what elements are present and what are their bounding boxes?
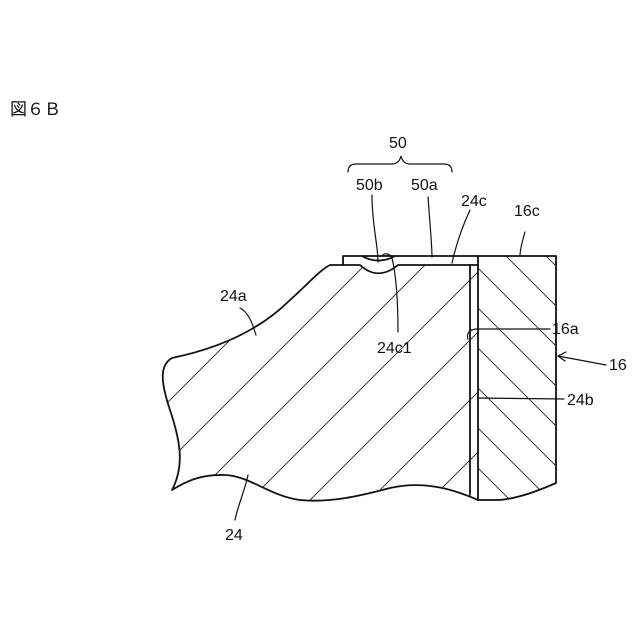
bracket-50 — [348, 156, 452, 172]
label-24a: 24a — [220, 288, 247, 305]
figure-title: 図６Ｂ — [10, 100, 61, 120]
label-50: 50 — [389, 135, 407, 152]
label-16c: 16c — [514, 203, 540, 220]
label-24b: 24b — [567, 392, 594, 409]
layer-50-outline — [343, 256, 478, 265]
label-24c1: 24c1 — [377, 340, 412, 357]
leader-50b — [372, 195, 378, 262]
leader-24b — [478, 398, 564, 399]
leader-16c — [520, 232, 525, 256]
label-16: 16 — [609, 357, 627, 374]
leader-16 — [558, 352, 606, 365]
member-16-outline — [478, 256, 556, 500]
leader-50a — [428, 197, 432, 257]
label-50a: 50a — [411, 177, 438, 194]
leader-24c1 — [382, 254, 398, 332]
label-24c: 24c — [461, 193, 487, 210]
label-16a: 16a — [552, 321, 579, 338]
label-24: 24 — [225, 527, 243, 544]
member-24-outline — [163, 265, 478, 501]
leader-16a — [467, 329, 550, 339]
leader-24 — [235, 475, 248, 520]
leader-24c — [452, 210, 470, 263]
label-50b: 50b — [356, 177, 383, 194]
